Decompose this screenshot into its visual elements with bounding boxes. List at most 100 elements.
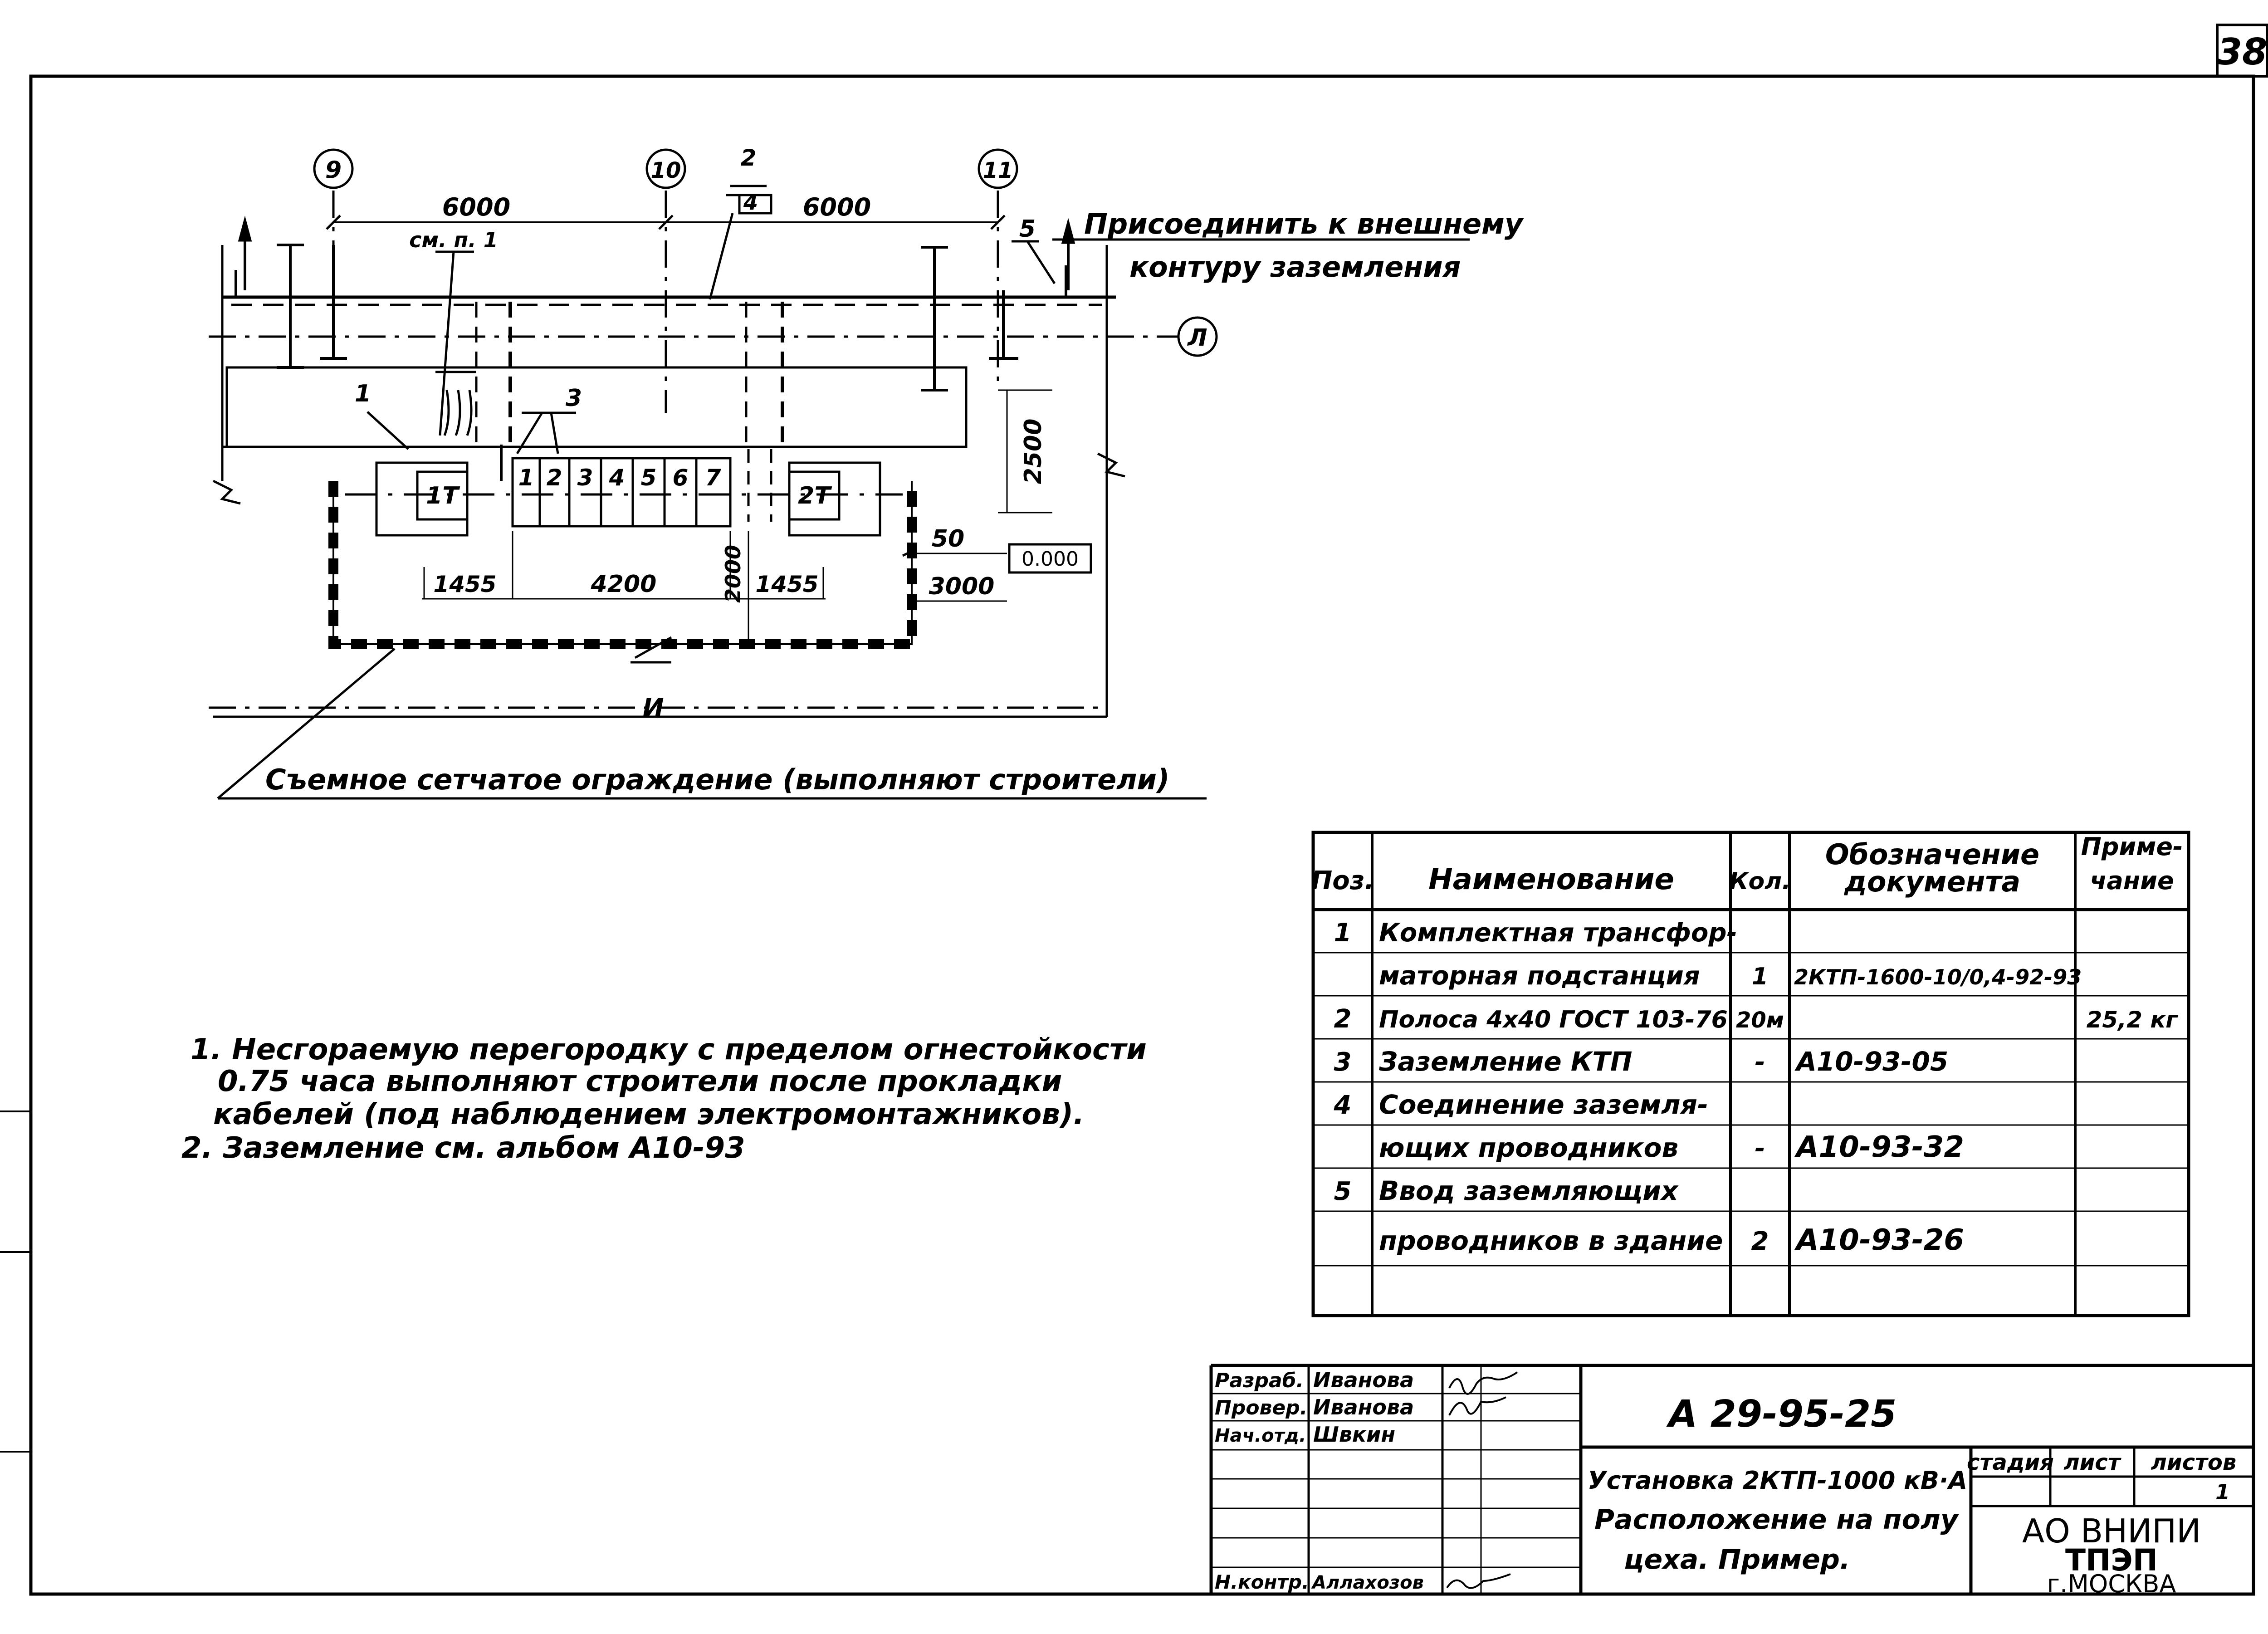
spec-row6-doc: А10-93-32 [1794,1130,1964,1164]
spec-header-name: Наименование [1428,863,1674,896]
plan-labels: 9 10 11 Л И 6000 6000 см. п. 1 2 4 5 При… [265,145,1524,796]
callout-pos-5: 5 [1019,215,1036,243]
spec-row8-name: проводников в здание [1379,1225,1723,1256]
axis-bubble-11 [978,148,1018,189]
axis-label-10: 10 [651,158,681,183]
axis-label-9: 9 [325,157,342,184]
dim-2500: 2500 [1020,419,1047,484]
sheet-frame [0,24,2268,1596]
cell-label-1: 1 [518,465,534,491]
dim-1455-left: 1455 [433,571,496,597]
spec-header-pos: Поз. [1311,866,1374,895]
spec-row4-pos: 3 [1334,1047,1352,1077]
spec-header-qty: Кол. [1729,868,1791,895]
spec-table-text: Поз. Наименование Кол. Обозначение докум… [1311,832,2183,1257]
dim-1455-right: 1455 [755,571,818,597]
doc-title-line2: Расположение на полу [1594,1504,1960,1536]
dim-50: 50 [932,525,964,553]
signature-1 [1448,1371,1518,1395]
title-block-text: Разраб. Иванова Провер. Иванова Нач.отд.… [1215,1368,2236,1598]
cell-label-3: 3 [577,465,593,491]
axis-bubble-10 [645,148,686,189]
cell-label-7: 7 [705,465,721,491]
spec-table [1311,831,2190,1317]
note-1-line3: кабелей (под наблюдением электромонтажни… [213,1098,1084,1131]
axis-label-L: Л [1187,324,1207,352]
spec-row8-qty: 2 [1751,1227,1769,1256]
spec-row1-name: Комплектная трансфор- [1379,918,1737,948]
spec-row4-doc: А10-93-05 [1794,1046,1948,1077]
cell-label-6: 6 [673,465,689,491]
connect-note-line2: контуру заземления [1129,250,1461,284]
callout-pos-4: 4 [743,190,758,215]
dim-6000-left: 6000 [442,193,510,221]
spec-row4-qty: - [1755,1047,1765,1077]
spec-header-doc-1: Обозначение [1825,838,2039,871]
org-line3: г.МОСКВА [2047,1570,2176,1598]
tb-role-7: Н.контр. [1215,1571,1309,1593]
spec-row3-name: Полоса 4х40 ГОСТ 103-76 [1379,1006,1728,1033]
spec-row3-pos: 2 [1334,1004,1352,1034]
tb-role-3: Нач.отд. [1215,1425,1306,1446]
cell-label-4: 4 [609,465,625,491]
spec-row5-pos: 4 [1334,1091,1352,1120]
tb-col-stage: стадия [1967,1450,2054,1475]
sheet-number: 38 [2217,31,2267,73]
fence-note: Съемное сетчатое ограждение (выполняют с… [265,763,1169,796]
tb-sheets-value: 1 [2215,1480,2230,1504]
tb-name-2: Иванова [1313,1395,1414,1419]
cell-label-2: 2 [547,465,562,491]
spec-row6-qty: - [1755,1134,1765,1163]
signature-2 [1448,1396,1506,1416]
note-1-line1: 1. Несгораемую перегородку с пределом ог… [191,1033,1147,1067]
signature-3 [1446,1573,1511,1589]
note-1-line2: 0.75 часа выполняют строители после прок… [218,1065,1062,1098]
org-line2: ТПЭП [2065,1543,2158,1578]
doc-code: А 29-95-25 [1666,1393,1897,1436]
notes-block: 1. Несгораемую перегородку с пределом ог… [181,1033,1147,1165]
org-line1: АО ВНИПИ [2022,1512,2201,1550]
cell-label-5: 5 [641,465,657,491]
connect-note-line1: Присоединить к внешнему [1084,207,1524,240]
tb-name-7: Аллахозов [1311,1572,1424,1593]
spec-header-doc-2: документа [1844,865,2021,898]
spec-row7-pos: 5 [1334,1177,1352,1206]
doc-title-line3: цеха. Пример. [1624,1544,1850,1575]
note-2: 2. Заземление см. альбом А10-93 [181,1131,745,1165]
dim-6000-right: 6000 [803,193,871,221]
title-block [1209,1364,2253,1594]
dim-3000: 3000 [929,573,995,600]
tb-role-1: Разраб. [1215,1369,1304,1392]
tb-name-1: Иванова [1313,1368,1414,1392]
tb-role-2: Провер. [1215,1396,1307,1419]
axis-label-11: 11 [983,158,1013,183]
tb-col-sheet: лист [2063,1450,2121,1475]
spec-row2-qty: 1 [1752,963,1768,990]
dim-4200: 4200 [591,571,657,598]
transformer-2-label: 2Т [798,482,832,509]
spec-row5-name: Соединение заземля- [1379,1089,1708,1120]
switchgear-cells [511,457,732,528]
spec-header-note-1: Приме- [2081,832,2183,861]
spec-header-note-2: чание [2090,866,2174,895]
tb-col-sheets: листов [2151,1450,2236,1475]
see-note-label: см. п. 1 [409,228,498,252]
tb-name-3: Швкин [1313,1422,1395,1447]
level-mark: 0.000 [1022,548,1079,571]
doc-title-line1: Установка 2КТП-1000 кВ·А [1588,1466,1967,1495]
spec-row6-name: ющих проводников [1379,1132,1678,1163]
spec-row2-name: маторная подстанция [1379,961,1700,991]
spec-row4-name: Заземление КТП [1378,1046,1632,1077]
spec-row3-qty: 20м [1736,1008,1784,1033]
axis-label-I: И [643,694,664,723]
callout-pos-1: 1 [355,380,371,407]
spec-row8-doc: А10-93-26 [1794,1223,1964,1257]
spec-row7-name: Ввод заземляющих [1379,1175,1679,1206]
transformer-1-label: 1Т [426,482,460,509]
spec-row3-note: 25,2 кг [2087,1007,2179,1033]
dim-2000: 2000 [721,545,745,603]
spec-row1-pos: 1 [1334,918,1352,948]
callout-pos-3: 3 [566,385,582,412]
plan-drawing [209,148,1470,800]
